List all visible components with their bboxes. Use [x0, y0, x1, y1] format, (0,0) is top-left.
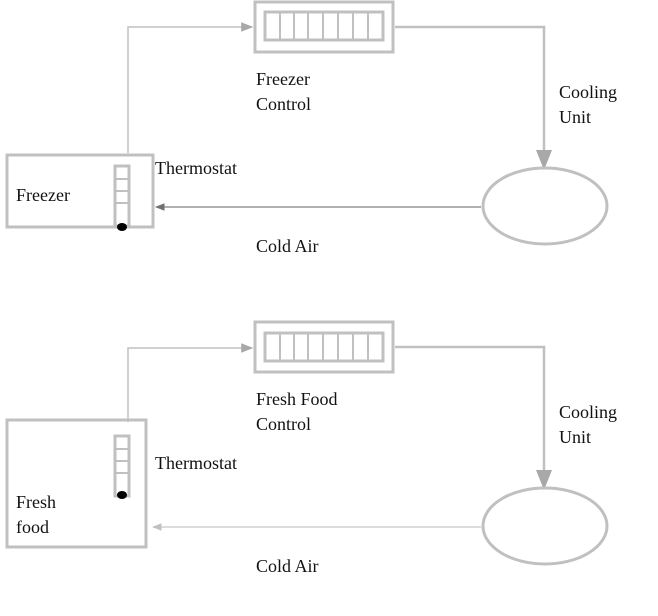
- freezer-control-label-line1: Freezer: [256, 69, 310, 89]
- fresh-food-thermostat-label: Thermostat: [155, 453, 237, 473]
- freezer-thermostat-icon: [113, 164, 131, 231]
- fresh-food-cooling-unit-label-line2: Unit: [559, 427, 592, 447]
- fresh-food-compartment-label-line1: Fresh: [16, 492, 56, 512]
- fresh-food-control-label-line1: Fresh Food: [256, 389, 338, 409]
- fresh-food-to-control-arrow: [127, 343, 254, 422]
- freezer-cooling-unit-label: Cooling Unit: [559, 80, 617, 130]
- fresh-food-cold-air-label: Cold Air: [256, 556, 319, 576]
- fresh-food-compartment-box: [5, 418, 148, 549]
- freezer-cooling-unit: [481, 166, 609, 246]
- fresh-food-compartment-label: Fresh food: [16, 490, 56, 540]
- freezer-loop: [5, 0, 609, 246]
- freezer-control-label: Freezer Control: [256, 67, 311, 117]
- fresh-food-cooling-unit-label: Cooling Unit: [559, 400, 617, 450]
- freezer-compartment-label-line1: Freezer: [16, 185, 70, 205]
- fresh-food-control-label-line2: Control: [256, 414, 312, 434]
- fresh-food-cooling-unit-label-line1: Cooling: [559, 402, 618, 422]
- fresh-food-control-box: [253, 320, 395, 374]
- freezer-thermostat-label: Thermostat: [155, 158, 237, 178]
- freezer-control-box: [253, 0, 395, 54]
- freezer-compartment-box: [5, 153, 155, 229]
- freezer-cooling-unit-label-line1: Cooling: [559, 82, 618, 102]
- fresh-food-compartment-label-line2: food: [16, 517, 49, 537]
- fresh-food-loop: [5, 320, 609, 566]
- freezer-cooling-unit-label-line2: Unit: [559, 107, 592, 127]
- freezer-control-label-line2: Control: [256, 94, 312, 114]
- control-to-cooling-unit-arrow: [395, 25, 552, 170]
- freezer-cold-air-label: Cold Air: [256, 236, 319, 256]
- fresh-food-control-to-cooling-unit-arrow: [395, 345, 552, 490]
- fresh-food-cooling-unit: [481, 486, 609, 566]
- fresh-food-thermostat-icon: [113, 434, 131, 499]
- fresh-food-control-label: Fresh Food Control: [256, 387, 338, 437]
- freezer-to-control-arrow: [127, 22, 254, 153]
- freezer-compartment-label: Freezer: [16, 183, 70, 208]
